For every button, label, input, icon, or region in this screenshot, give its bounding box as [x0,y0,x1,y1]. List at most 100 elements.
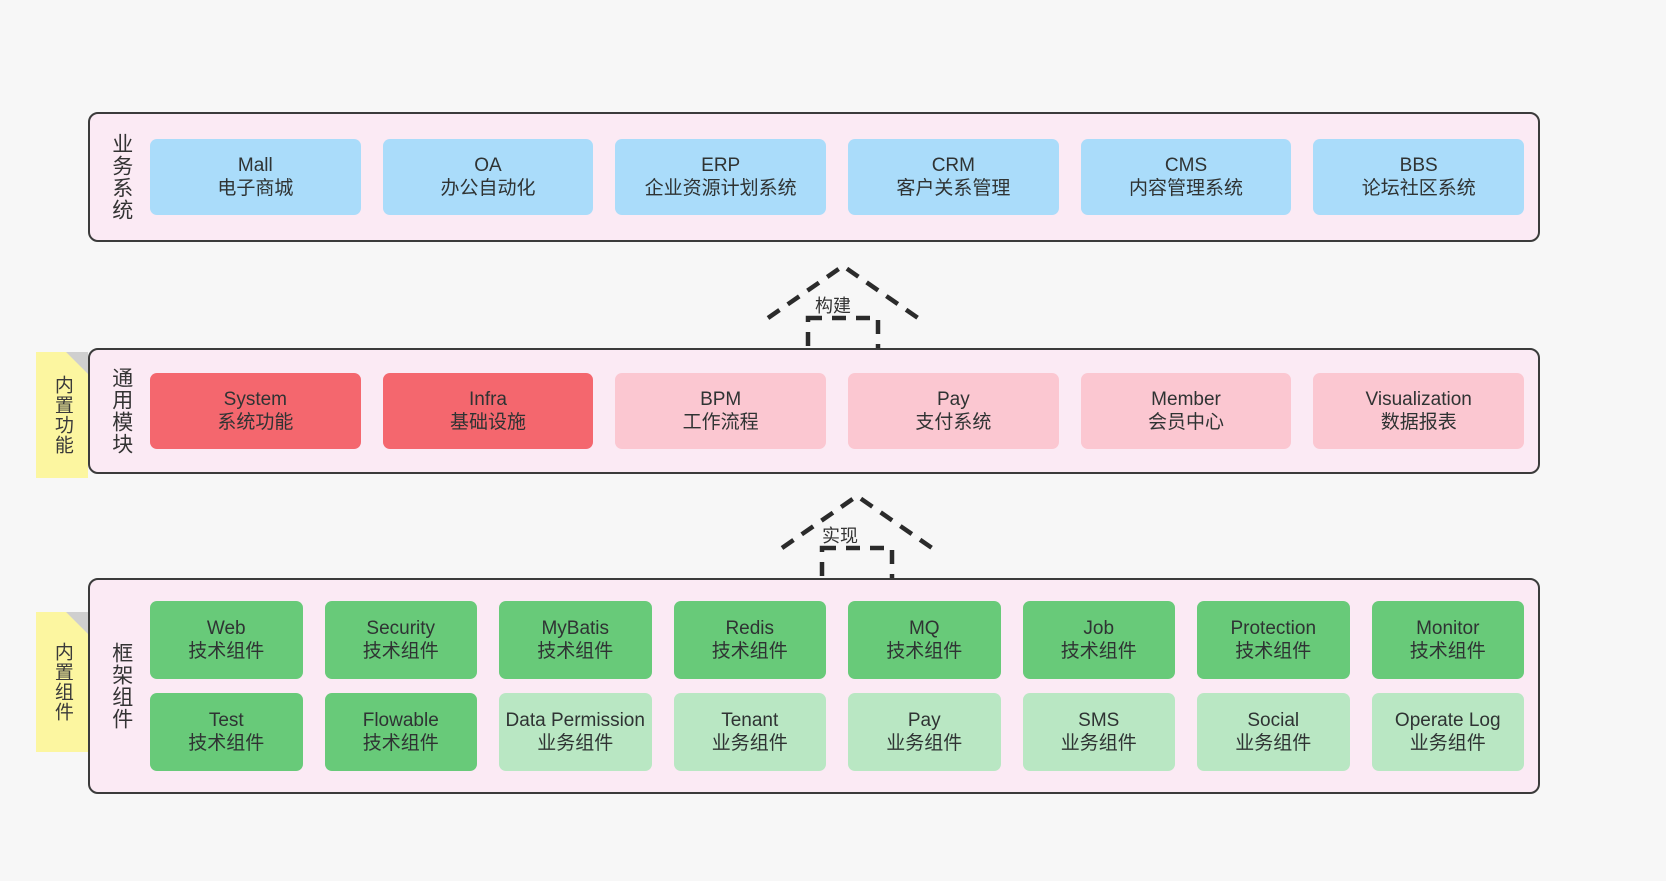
card-desc: 电子商城 [217,178,294,199]
card-desc: 业务组件 [711,733,788,754]
folded-corner-icon [66,352,88,374]
card-name: System [223,388,288,410]
card-name: OA [474,154,502,176]
card-mall[interactable]: Mall 电子商城 [150,139,361,215]
card-row: Mall 电子商城 OA 办公自动化 ERP 企业资源计划系统 CRM 客户关系… [150,139,1525,215]
card-desc: 论坛社区系统 [1361,178,1476,199]
layer-cards-common: System 系统功能 Infra 基础设施 BPM 工作流程 Pay 支付系统… [144,350,1538,472]
connector-shaft [819,545,895,588]
card-name: Test [208,709,244,731]
card-desc: 业务组件 [1060,733,1137,754]
card-row: Web 技术组件 Security 技术组件 MyBatis 技术组件 Redi… [150,601,1524,679]
card-desc: 办公自动化 [440,178,536,199]
card-operate-log[interactable]: Operate Log 业务组件 [1371,693,1524,771]
card-name: Web [206,617,246,639]
card-row: System 系统功能 Infra 基础设施 BPM 工作流程 Pay 支付系统… [150,373,1525,449]
sticky-note-builtin-features[interactable]: 内置功能 [36,352,88,478]
card-name: CRM [931,154,975,176]
card-mq[interactable]: MQ 技术组件 [848,601,1001,679]
card-bpm[interactable]: BPM 工作流程 [615,373,827,449]
connector-implement-arrow [772,488,942,588]
card-name: Redis [725,617,775,639]
card-desc: 技术组件 [886,641,963,662]
card-name: CMS [1164,154,1208,176]
card-desc: 技术组件 [711,641,788,662]
card-name: Security [366,617,436,639]
card-tenant[interactable]: Tenant 业务组件 [673,693,826,771]
card-desc: 企业资源计划系统 [644,178,797,199]
card-name: Pay [936,388,970,410]
card-desc: 技术组件 [362,733,439,754]
card-desc: 工作流程 [682,412,759,433]
card-pay-business[interactable]: Pay 业务组件 [848,693,1001,771]
card-desc: 系统功能 [217,412,294,433]
layer-title-framework: 框架组件 [109,642,133,730]
card-data-permission[interactable]: Data Permission 业务组件 [499,693,652,771]
card-job[interactable]: Job 技术组件 [1022,601,1175,679]
card-web[interactable]: Web 技术组件 [150,601,303,679]
card-monitor[interactable]: Monitor 技术组件 [1371,601,1524,679]
card-flowable[interactable]: Flowable 技术组件 [324,693,477,771]
card-desc: 客户关系管理 [896,178,1011,199]
card-name: Tenant [721,709,779,731]
card-row: Test 技术组件 Flowable 技术组件 Data Permission … [150,693,1524,771]
connector-label-implement: 实现 [822,526,858,546]
layer-cards-framework: Web 技术组件 Security 技术组件 MyBatis 技术组件 Redi… [144,580,1538,792]
card-desc: 业务组件 [1409,733,1486,754]
card-desc: 基础设施 [450,412,527,433]
card-desc: 技术组件 [1235,641,1312,662]
connector-label-build: 构建 [815,296,851,316]
card-test[interactable]: Test 技术组件 [150,693,303,771]
card-name: BPM [700,388,742,410]
folded-corner-icon [66,612,88,634]
card-erp[interactable]: ERP 企业资源计划系统 [615,139,827,215]
card-name: Data Permission [505,709,645,731]
card-oa[interactable]: OA 办公自动化 [382,139,594,215]
card-desc: 技术组件 [188,733,265,754]
card-name: Protection [1230,617,1317,639]
card-social[interactable]: Social 业务组件 [1197,693,1350,771]
card-name: MyBatis [541,617,610,639]
card-name: Visualization [1365,388,1472,410]
card-desc: 技术组件 [537,641,614,662]
card-desc: 会员中心 [1148,412,1225,433]
sticky-note-builtin-components[interactable]: 内置组件 [36,612,88,752]
card-desc: 技术组件 [188,641,265,662]
sticky-note-label: 内置功能 [51,375,73,455]
layer-common-modules[interactable]: 通用模块 System 系统功能 Infra 基础设施 BPM 工作流程 Pay… [88,348,1540,474]
card-name: BBS [1399,154,1438,176]
card-desc: 数据报表 [1380,412,1457,433]
card-desc: 内容管理系统 [1129,178,1244,199]
card-desc: 技术组件 [1409,641,1486,662]
card-desc: 支付系统 [915,412,992,433]
card-name: Infra [468,388,508,410]
card-member[interactable]: Member 会员中心 [1080,373,1292,449]
layer-framework-components[interactable]: 框架组件 Web 技术组件 Security 技术组件 MyBatis 技术组件… [88,578,1540,794]
card-security[interactable]: Security 技术组件 [324,601,477,679]
card-pay[interactable]: Pay 支付系统 [848,373,1059,449]
card-name: Member [1151,388,1221,410]
card-mybatis[interactable]: MyBatis 技术组件 [499,601,652,679]
card-infra[interactable]: Infra 基础设施 [382,373,594,449]
card-system[interactable]: System 系统功能 [150,373,361,449]
card-bbs[interactable]: BBS 论坛社区系统 [1313,139,1525,215]
card-visualization[interactable]: Visualization 数据报表 [1313,373,1525,449]
layer-cards-business: Mall 电子商城 OA 办公自动化 ERP 企业资源计划系统 CRM 客户关系… [144,114,1538,240]
card-protection[interactable]: Protection 技术组件 [1197,601,1350,679]
card-name: Mall [237,154,273,176]
card-name: Flowable [362,709,439,731]
card-redis[interactable]: Redis 技术组件 [673,601,826,679]
card-desc: 业务组件 [886,733,963,754]
card-name: Job [1083,617,1115,639]
layer-business-systems[interactable]: 业务系统 Mall 电子商城 OA 办公自动化 ERP 企业资源计划系统 CRM… [88,112,1540,242]
card-name: ERP [701,154,741,176]
arrowhead-open-chevron [780,493,934,550]
card-crm[interactable]: CRM 客户关系管理 [848,139,1059,215]
layer-title-business: 业务系统 [109,133,133,221]
card-sms[interactable]: SMS 业务组件 [1022,693,1175,771]
card-name: Pay [907,709,941,731]
card-cms[interactable]: CMS 内容管理系统 [1080,139,1292,215]
card-desc: 业务组件 [537,733,614,754]
layer-title-common: 通用模块 [109,367,133,455]
